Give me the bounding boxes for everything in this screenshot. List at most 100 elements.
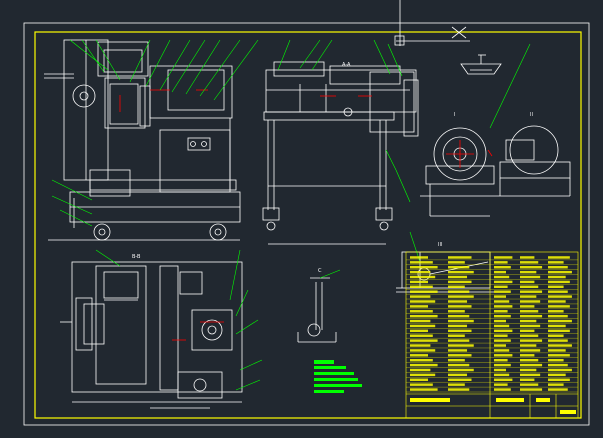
- top-view-accent: [172, 321, 224, 341]
- title-block-cell: [410, 398, 450, 402]
- detail-view-accent: [446, 140, 493, 168]
- parts-row-cell: [548, 378, 570, 381]
- title-block-cell: [536, 398, 550, 402]
- parts-row-cell: [410, 275, 436, 279]
- parts-row-cell: [520, 354, 535, 357]
- parts-row-cell: [494, 285, 508, 289]
- parts-row-cell: [520, 305, 535, 308]
- parts-row-cell: [494, 261, 508, 264]
- parts-row-cell: [494, 305, 513, 308]
- parts-row-cell: [520, 314, 543, 318]
- parts-row-cell: [410, 354, 428, 357]
- parts-row-cell: [410, 344, 431, 347]
- parts-list-table: [405, 251, 579, 419]
- parts-row-cell: [520, 383, 539, 386]
- parts-row-cell: [548, 290, 568, 293]
- parts-row-cell: [410, 285, 433, 289]
- parts-row-cell: [494, 368, 506, 372]
- parts-row-cell: [410, 300, 436, 303]
- parts-row-cell: [494, 344, 506, 347]
- parts-row-cell: [410, 378, 428, 381]
- parts-row-cell: [494, 388, 511, 391]
- parts-row-cell: [520, 285, 539, 289]
- parts-row-cell: [548, 334, 564, 337]
- parts-row-cell: [520, 275, 541, 279]
- parts-row-cell: [410, 310, 433, 313]
- parts-row-cell: [520, 373, 541, 377]
- label-section-c: C: [318, 268, 322, 274]
- title-block-cell: [560, 410, 576, 414]
- parts-row-cell: [448, 373, 468, 377]
- parts-row-cell: [494, 354, 513, 357]
- parts-row-cell: [410, 324, 436, 328]
- crosshair-cursor-icon: [394, 0, 470, 46]
- label-detail-c: III: [438, 242, 442, 248]
- parts-row-cell: [548, 388, 568, 391]
- parts-row-cell: [494, 378, 513, 381]
- parts-row-cell: [520, 344, 537, 347]
- parts-row-cell: [520, 266, 543, 269]
- parts-row-cell: [494, 329, 513, 333]
- parts-row-cell: [520, 310, 539, 313]
- parts-row-cell: [494, 358, 508, 362]
- parts-row-cell: [410, 280, 428, 284]
- parts-row-cell: [410, 261, 433, 264]
- parts-row-cell: [448, 266, 470, 269]
- parts-row-cell: [410, 290, 438, 293]
- parts-row-cell: [448, 290, 470, 293]
- parts-row-cell: [548, 256, 570, 259]
- parts-row-cell: [520, 319, 537, 323]
- side-view: [262, 61, 419, 245]
- parts-row-cell: [448, 305, 472, 308]
- parts-row-cell: [520, 295, 537, 298]
- parts-row-cell: [548, 349, 566, 352]
- parts-row-cell: [494, 280, 513, 284]
- parts-row-cell: [548, 295, 572, 298]
- parts-row-cell: [548, 358, 564, 362]
- parts-row-cell: [448, 295, 474, 298]
- parts-row-cell: [410, 256, 428, 259]
- parts-row-cell: [494, 314, 511, 318]
- parts-row-cell: [448, 363, 470, 367]
- parts-row-cell: [548, 329, 570, 333]
- parts-row-cell: [494, 275, 510, 279]
- parts-row-cell: [410, 363, 438, 367]
- parts-row-cell: [548, 305, 570, 308]
- parts-row-cell: [548, 261, 564, 264]
- title-block-cell: [496, 398, 524, 402]
- view-labels: A-A B-B I II C III: [132, 62, 533, 274]
- parts-row-cell: [520, 256, 535, 259]
- parts-row-cell: [448, 275, 468, 279]
- detail-view-ii: [499, 125, 571, 197]
- parts-row-cell: [448, 383, 465, 386]
- parts-row-cell: [494, 256, 513, 259]
- parts-row-cell: [548, 266, 568, 269]
- parts-row-cell: [410, 319, 431, 323]
- parts-row-cell: [448, 285, 465, 289]
- parts-row-cell: [494, 270, 506, 274]
- parts-row-cell: [494, 310, 508, 313]
- parts-row-cell: [520, 329, 535, 333]
- parts-row-cell: [494, 363, 511, 367]
- parts-row-cell: [410, 388, 438, 391]
- parts-row-cell: [410, 270, 431, 274]
- parts-row-cell: [410, 339, 438, 342]
- parts-row-cell: [548, 324, 566, 328]
- parts-row-cell: [448, 280, 472, 284]
- parts-row-cell: [448, 388, 470, 391]
- parts-row-cell: [548, 280, 570, 284]
- parts-row-cell: [548, 319, 572, 323]
- parts-row-cell: [448, 319, 474, 323]
- parts-row-cell: [548, 270, 572, 274]
- parts-row-cell: [520, 368, 537, 372]
- parts-row-cell: [548, 285, 564, 289]
- annotation-block: [314, 360, 362, 393]
- parts-list-rows: [406, 256, 578, 414]
- parts-row-cell: [410, 266, 438, 269]
- parts-row-cell: [548, 310, 564, 313]
- parts-row-cell: [548, 363, 568, 367]
- parts-row-cell: [494, 295, 506, 298]
- parts-row-cell: [410, 349, 436, 352]
- parts-row-cell: [410, 373, 436, 377]
